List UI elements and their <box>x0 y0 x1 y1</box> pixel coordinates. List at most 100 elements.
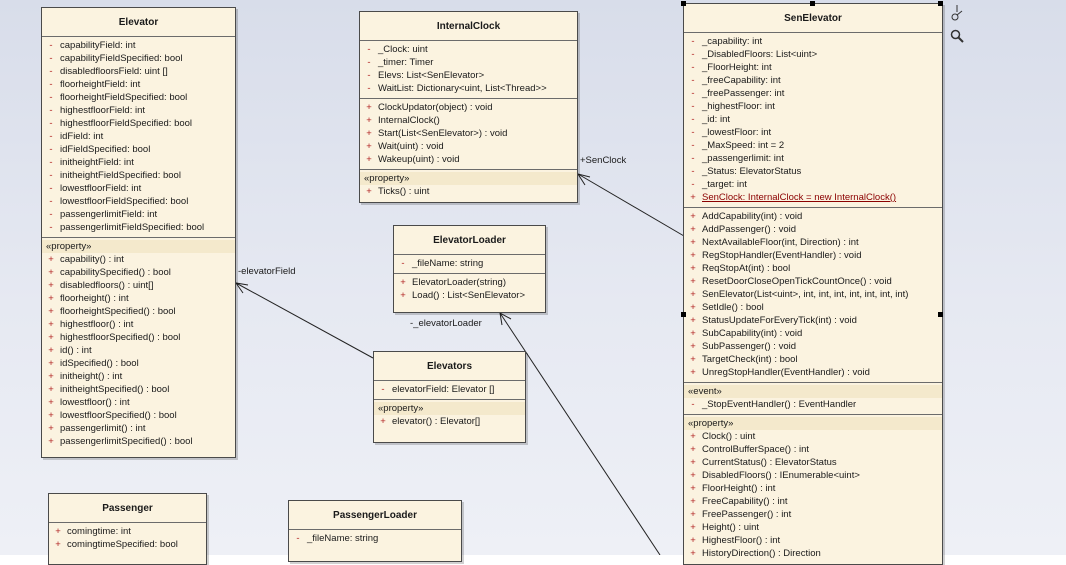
visibility-marker: + <box>690 328 696 339</box>
selection-handle[interactable] <box>810 1 815 6</box>
link-icon[interactable] <box>950 5 964 26</box>
member-text: initheight() : int <box>60 371 123 382</box>
class-title: PassengerLoader <box>289 501 461 530</box>
class-senelevator[interactable]: SenElevator -_capability: int-_DisabledF… <box>683 3 943 565</box>
visibility-marker: + <box>690 431 696 442</box>
member-row: + Ticks() : uint <box>360 185 577 198</box>
visibility-marker: + <box>366 128 372 139</box>
visibility-marker: + <box>690 302 696 313</box>
visibility-marker: + <box>48 397 54 408</box>
class-elevator[interactable]: Elevator -capabilityField: int-capabilit… <box>41 7 236 458</box>
class-internalclock[interactable]: InternalClock -_Clock: uint-_timer: Time… <box>359 11 578 203</box>
member-text: SubCapability(int) : void <box>702 328 803 339</box>
member-row: +initheight() : int <box>42 370 235 383</box>
visibility-marker: + <box>48 319 54 330</box>
member-row: -elevatorField: Elevator [] <box>374 383 525 396</box>
visibility-marker: + <box>55 539 61 550</box>
visibility-marker: - <box>49 105 53 116</box>
member-text: comingtime: int <box>67 526 131 537</box>
visibility-marker: - <box>691 166 695 177</box>
selection-handle[interactable] <box>681 312 686 317</box>
visibility-marker: - <box>49 209 53 220</box>
member-row: + SubCapability(int) : void <box>684 327 942 340</box>
member-row: +comingtime: int <box>49 525 206 538</box>
member-text: _fileName: string <box>412 258 484 269</box>
events-section: «event» -_StopEventHandler() : EventHand… <box>684 383 942 415</box>
member-text: FreeCapability() : int <box>702 496 788 507</box>
visibility-marker: - <box>49 157 53 168</box>
visibility-marker: + <box>48 280 54 291</box>
stereotype-label: «property» <box>374 402 525 415</box>
member-text: _Clock: uint <box>378 44 428 55</box>
member-row: -_DisabledFloors: List<uint> <box>684 48 942 61</box>
event-stereotype-label: «event» <box>684 385 942 398</box>
member-text: lowestfloorFieldSpecified: bool <box>60 196 189 207</box>
member-row: +RegStopHandler(EventHandler) : void <box>684 249 942 262</box>
member-row: -_timer: Timer <box>360 56 577 69</box>
member-row: -_target: int <box>684 178 942 191</box>
class-passengerloader[interactable]: PassengerLoader -_fileName: string <box>288 500 462 562</box>
member-text: _id: int <box>702 114 730 125</box>
selection-handle[interactable] <box>681 1 686 6</box>
visibility-marker: + <box>48 436 54 447</box>
visibility-marker: - <box>49 118 53 129</box>
visibility-marker: - <box>381 384 385 395</box>
assoc-label-elevatorfield: -elevatorField <box>238 266 296 277</box>
visibility-marker: - <box>296 533 300 544</box>
visibility-marker: + <box>690 457 696 468</box>
member-row: -_StopEventHandler() : EventHandler <box>684 398 942 411</box>
member-row: -_FloorHeight: int <box>684 61 942 74</box>
member-text: elevatorField: Elevator [] <box>392 384 495 395</box>
class-elevatorloader[interactable]: ElevatorLoader -_fileName: string +Eleva… <box>393 225 546 313</box>
visibility-marker: - <box>367 44 371 55</box>
visibility-marker: + <box>48 384 54 395</box>
member-text: disabledfloorsField: uint [] <box>60 66 168 77</box>
visibility-marker: - <box>691 101 695 112</box>
member-row: +FreeCapability() : int <box>684 495 942 508</box>
member-row: +highestfloor() : int <box>42 318 235 331</box>
visibility-marker: - <box>49 53 53 64</box>
member-text: highestfloorFieldSpecified: bool <box>60 118 193 129</box>
member-text: Wakeup(uint) : void <box>378 154 460 165</box>
member-row: +floorheightSpecified() : bool <box>42 305 235 318</box>
class-title: InternalClock <box>360 12 577 41</box>
methods-section: +AddCapability(int) : void+AddPassenger(… <box>684 208 942 383</box>
member-row: +highestfloorSpecified() : bool <box>42 331 235 344</box>
visibility-marker: - <box>49 131 53 142</box>
member-text: HistoryDirection() : Direction <box>702 548 821 559</box>
class-passenger[interactable]: Passenger +comingtime: int+comingtimeSpe… <box>48 493 207 565</box>
member-text: initheightSpecified() : bool <box>60 384 170 395</box>
member-row: +NextAvailableFloor(int, Direction) : in… <box>684 236 942 249</box>
member-text: passengerlimitField: int <box>60 209 158 220</box>
zoom-icon[interactable] <box>950 29 964 46</box>
visibility-marker: + <box>380 416 386 427</box>
visibility-marker: + <box>690 289 696 300</box>
selection-handle[interactable] <box>938 312 943 317</box>
visibility-marker: + <box>690 483 696 494</box>
member-text: highestfloorSpecified() : bool <box>60 332 181 343</box>
member-text: InternalClock() <box>378 115 440 126</box>
visibility-marker: - <box>691 75 695 86</box>
member-row: +id() : int <box>42 344 235 357</box>
visibility-marker: + <box>690 276 696 287</box>
member-text: Ticks() : uint <box>378 186 430 197</box>
class-elevators[interactable]: Elevators -elevatorField: Elevator [] «p… <box>373 351 526 443</box>
member-text: _lowestFloor: int <box>702 127 772 138</box>
visibility-marker: - <box>367 57 371 68</box>
properties-list: +elevator() : Elevator[] <box>374 415 525 428</box>
member-text: Height() : uint <box>702 522 760 533</box>
visibility-marker: + <box>48 293 54 304</box>
member-row: -passengerlimitFieldSpecified: bool <box>42 221 235 234</box>
visibility-marker: - <box>49 170 53 181</box>
member-row: -_MaxSpeed: int = 2 <box>684 139 942 152</box>
visibility-marker: + <box>366 186 372 197</box>
member-row: +AddCapability(int) : void <box>684 210 942 223</box>
member-text: _fileName: string <box>307 533 379 544</box>
member-text: TargetCheck(int) : bool <box>702 354 798 365</box>
member-row: +Height() : uint <box>684 521 942 534</box>
member-row: -disabledfloorsField: uint [] <box>42 65 235 78</box>
member-row: -idFieldSpecified: bool <box>42 143 235 156</box>
member-text: SubPassenger() : void <box>702 341 796 352</box>
member-text: id() : int <box>60 345 92 356</box>
selection-handle[interactable] <box>938 1 943 6</box>
